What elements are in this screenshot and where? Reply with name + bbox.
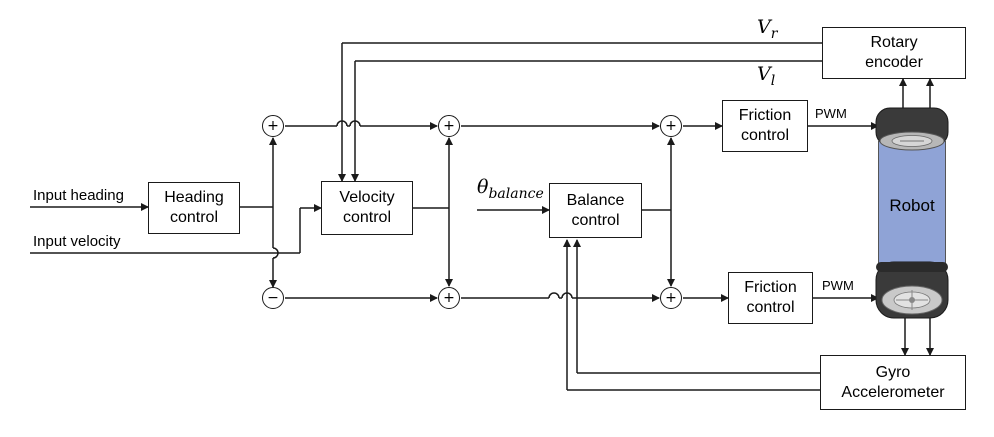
theta-subscript: balance (488, 185, 544, 202)
friction-top-line2: control (740, 127, 790, 144)
top-wheel-icon (875, 107, 949, 151)
friction-control-bottom-block: Friction control (728, 272, 813, 324)
rotary-encoder-block: Rotary encoder (822, 27, 966, 79)
pwm-top-label: PWM (815, 106, 847, 121)
balance-control-line1: Balance (566, 191, 625, 209)
balance-control-block: Balance control (549, 183, 642, 238)
friction-bottom-line2: control (746, 299, 795, 316)
balance-control-line2: control (571, 211, 620, 229)
heading-control-line2: control (169, 209, 219, 226)
sum-junction-bottom-right: + (660, 287, 682, 309)
vr-subscript: r (770, 25, 778, 42)
vl-label: Vl (757, 63, 775, 89)
sum-junction-top-right: + (660, 115, 682, 137)
sum-junction-bottom-mid: + (438, 287, 460, 309)
theta-balance-label: θbalance (477, 176, 544, 202)
friction-top-line1: Friction (738, 107, 792, 124)
bottom-wheel-icon (875, 261, 949, 319)
gyro-line2: Accelerometer (841, 383, 945, 401)
theta-symbol: θ (477, 176, 489, 198)
robot-label: Robot (889, 196, 935, 215)
input-heading-label: Input heading (33, 187, 124, 204)
gyro-accelerometer-block: Gyro Accelerometer (820, 355, 966, 410)
vr-symbol: V (757, 16, 771, 38)
sum-junction-top-mid: + (438, 115, 460, 137)
velocity-control-line1: Velocity (339, 189, 395, 206)
gyro-line1: Gyro (875, 363, 911, 381)
vr-label: Vr (757, 16, 777, 42)
vl-symbol: V (757, 63, 771, 85)
input-velocity-label: Input velocity (33, 233, 121, 250)
heading-control-line1: Heading (164, 189, 224, 206)
robot-body: Robot (878, 141, 946, 271)
rotary-encoder-line2: encoder (865, 54, 923, 71)
friction-control-top-block: Friction control (722, 100, 808, 152)
heading-control-block: Heading control (148, 182, 240, 234)
vl-subscript: l (770, 72, 776, 89)
sum-junction-top-left: + (262, 115, 284, 137)
velocity-control-line2: control (342, 209, 392, 226)
rotary-encoder-line1: Rotary (870, 34, 918, 51)
friction-bottom-line1: Friction (744, 279, 797, 296)
sum-junction-bottom-left: − (262, 287, 284, 309)
velocity-control-block: Velocity control (321, 181, 413, 235)
pwm-bottom-label: PWM (822, 278, 854, 293)
